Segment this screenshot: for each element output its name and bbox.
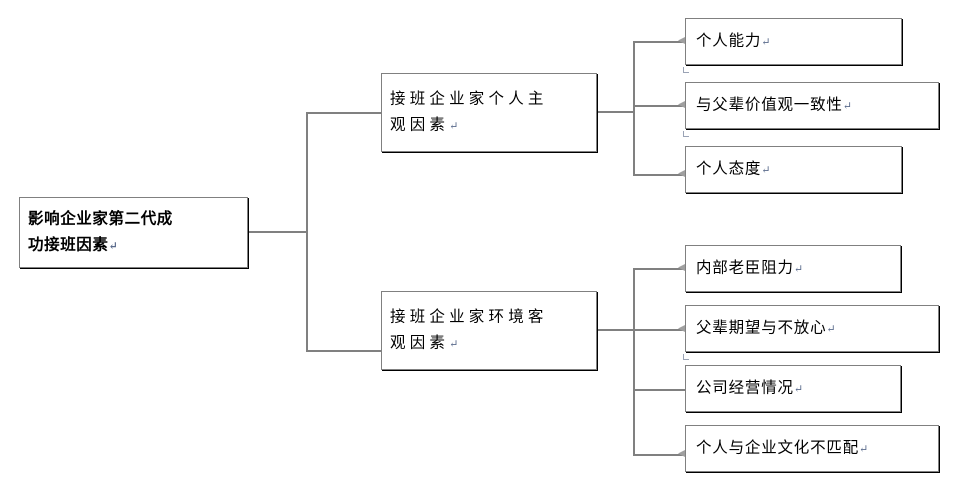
connector-branch-2-to-subtrunk xyxy=(597,329,635,331)
connector-root-to-trunk xyxy=(248,231,308,233)
paragraph-mark: ↵ xyxy=(449,120,459,132)
arrow-stub-icon xyxy=(678,37,685,44)
paragraph-mark: ↵ xyxy=(842,100,852,112)
paragraph-mark: ↵ xyxy=(793,263,804,275)
root-node-label: 影响企业家第二代成 功接班因素↵ xyxy=(28,210,173,253)
connector-subtrunk1-leaf-2 xyxy=(633,105,685,107)
paragraph-mark-icon xyxy=(683,67,689,73)
paragraph-mark: ↵ xyxy=(761,36,771,48)
branch-node-1[interactable]: 接班企业家个人主 观因素↵ xyxy=(381,73,597,152)
connector-subtrunk2-leaf-2 xyxy=(633,329,685,331)
branch-node-2-label: 接班企业家环境客 观因素↵ xyxy=(390,308,548,351)
leaf-node-1-2-label: 与父辈价值观一致性↵ xyxy=(696,96,852,113)
connector-subtrunk2-leaf-3 xyxy=(633,389,685,391)
leaf-node-2-1-label: 内部老臣阻力↵ xyxy=(696,259,804,276)
connector-subtrunk2-leaf-4 xyxy=(633,454,685,456)
arrow-stub-icon xyxy=(678,325,685,332)
branch-node-1-label: 接班企业家个人主 观因素↵ xyxy=(390,90,548,133)
paragraph-mark-icon xyxy=(683,131,689,137)
leaf-node-2-3-label: 公司经营情况↵ xyxy=(696,379,804,396)
paragraph-mark: ↵ xyxy=(859,443,869,455)
paragraph-mark-icon xyxy=(683,354,689,360)
paragraph-mark: ↵ xyxy=(449,338,459,350)
leaf-node-1-1-label: 个人能力↵ xyxy=(696,32,771,49)
branch-node-2[interactable]: 接班企业家环境客 观因素↵ xyxy=(381,291,597,370)
connector-subtrunk2-leaf-1 xyxy=(633,268,685,270)
arrow-stub-icon xyxy=(678,264,685,271)
leaf-node-1-3-label: 个人态度↵ xyxy=(696,160,771,177)
leaf-node-2-2[interactable]: 父辈期望与不放心↵ xyxy=(685,305,939,352)
connector-main-trunk xyxy=(306,112,308,352)
connector-subtrunk1-leaf-3 xyxy=(633,174,685,176)
leaf-node-1-1[interactable]: 个人能力↵ xyxy=(685,18,902,65)
leaf-node-2-2-label: 父辈期望与不放心↵ xyxy=(696,319,836,336)
leaf-node-2-1[interactable]: 内部老臣阻力↵ xyxy=(685,245,901,292)
arrow-stub-icon xyxy=(678,101,685,108)
arrow-stub-icon xyxy=(678,450,685,457)
paragraph-mark: ↵ xyxy=(108,240,118,252)
leaf-node-2-3[interactable]: 公司经营情况↵ xyxy=(685,365,901,412)
leaf-node-2-4[interactable]: 个人与企业文化不匹配↵ xyxy=(685,425,939,472)
leaf-node-2-4-label: 个人与企业文化不匹配↵ xyxy=(696,439,869,456)
paragraph-mark: ↵ xyxy=(793,383,804,395)
connector-branch-1-to-subtrunk xyxy=(597,111,635,113)
root-node[interactable]: 影响企业家第二代成 功接班因素↵ xyxy=(19,197,248,268)
subtrunk-branch-1 xyxy=(633,41,635,175)
connector-trunk-to-branch-1 xyxy=(306,112,382,114)
arrow-stub-icon xyxy=(678,170,685,177)
connector-subtrunk1-leaf-1 xyxy=(633,41,685,43)
leaf-node-1-2[interactable]: 与父辈价值观一致性↵ xyxy=(685,82,939,129)
subtrunk-branch-2 xyxy=(633,268,635,455)
paragraph-mark: ↵ xyxy=(761,164,771,176)
leaf-node-1-3[interactable]: 个人态度↵ xyxy=(685,146,902,193)
paragraph-mark: ↵ xyxy=(826,323,836,335)
connector-trunk-to-branch-2 xyxy=(306,350,382,352)
